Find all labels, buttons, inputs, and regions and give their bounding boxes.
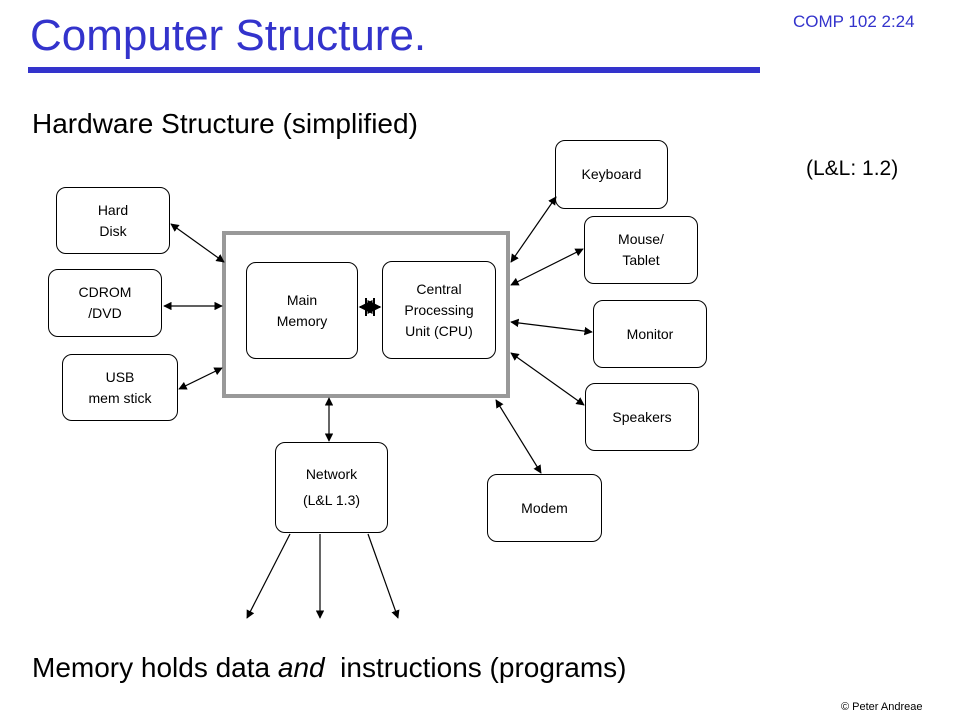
mouse-arrow	[510, 248, 584, 286]
network-out-arrow-left	[246, 533, 291, 619]
speakers-label: Speakers	[612, 408, 672, 425]
monitor-label: Monitor	[626, 325, 674, 342]
network-box: Network (L&L 1.3)	[275, 442, 388, 533]
hard-disk-arrow	[170, 223, 225, 263]
cpu-label: Central Processing Unit (CPU)	[404, 280, 474, 339]
hard-disk-box: Hard Disk	[56, 187, 170, 254]
footer-emphasis: and	[277, 652, 325, 683]
footer-statement: Memory holds data and instructions (prog…	[32, 652, 626, 684]
mouse-tablet-label: Mouse/ Tablet	[618, 231, 664, 268]
copyright: © Peter Andreae	[841, 701, 923, 713]
usb-label: USB mem stick	[88, 368, 152, 406]
footer-text-before: Memory holds data	[32, 652, 278, 683]
modem-box: Modem	[487, 474, 602, 542]
cpu-box: Central Processing Unit (CPU)	[382, 261, 496, 359]
subtitle: Hardware Structure (simplified)	[32, 108, 418, 139]
usb-box: USB mem stick	[62, 354, 178, 421]
hard-disk-label: Hard Disk	[97, 201, 129, 239]
monitor-arrow	[510, 318, 593, 336]
cdrom-label: CDROM /DVD	[78, 284, 132, 321]
speakers-arrow	[510, 352, 585, 406]
cdrom-box: CDROM /DVD	[48, 269, 162, 337]
keyboard-label: Keyboard	[581, 166, 642, 182]
title-underline	[28, 67, 760, 73]
mouse-tablet-box: Mouse/ Tablet	[584, 216, 698, 284]
keyboard-arrow	[510, 196, 557, 263]
modem-arrow	[495, 399, 542, 474]
course-code: COMP 102 2:24	[793, 12, 915, 31]
monitor-box: Monitor	[593, 300, 707, 368]
footer-text-after: instructions (programs)	[324, 652, 627, 683]
speakers-box: Speakers	[585, 383, 699, 451]
keyboard-box: Keyboard	[555, 140, 668, 209]
usb-arrow	[178, 367, 223, 390]
modem-label: Modem	[521, 499, 568, 516]
reference-note: (L&L: 1.2)	[806, 157, 899, 180]
main-memory-label: Main Memory	[276, 291, 328, 329]
network-label: Network (L&L 1.3)	[302, 465, 361, 508]
network-out-arrow-right	[367, 533, 400, 619]
slide-title: Computer Structure.	[30, 11, 427, 60]
computer-system-box	[222, 231, 510, 398]
main-memory-box: Main Memory	[246, 262, 358, 359]
